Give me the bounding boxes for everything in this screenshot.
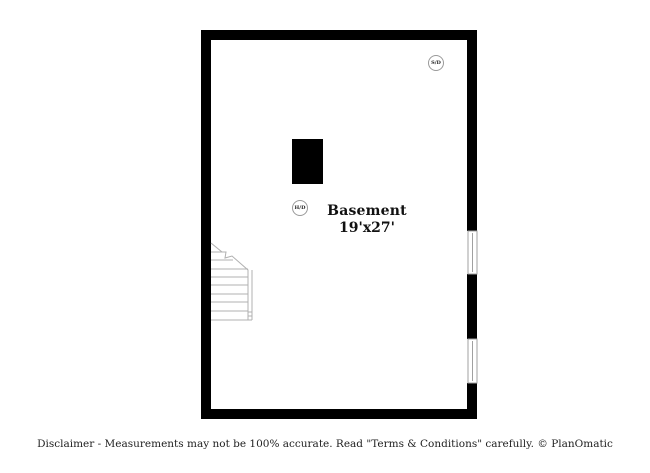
column-block bbox=[292, 139, 323, 184]
heat-detector-icon: H/D bbox=[292, 200, 308, 216]
disclaimer-text: Disclaimer - Measurements may not be 100… bbox=[37, 438, 613, 450]
exterior-walls bbox=[201, 30, 477, 419]
window-upper-right bbox=[467, 230, 478, 275]
room-name: Basement bbox=[327, 203, 407, 219]
room-dimensions: 19'x27' bbox=[339, 220, 395, 236]
room-label-basement: Basement 19'x27' bbox=[322, 203, 412, 237]
smoke-detector-icon: S/D bbox=[428, 55, 444, 71]
stairs bbox=[210, 242, 253, 321]
window-lower-right bbox=[467, 338, 478, 384]
